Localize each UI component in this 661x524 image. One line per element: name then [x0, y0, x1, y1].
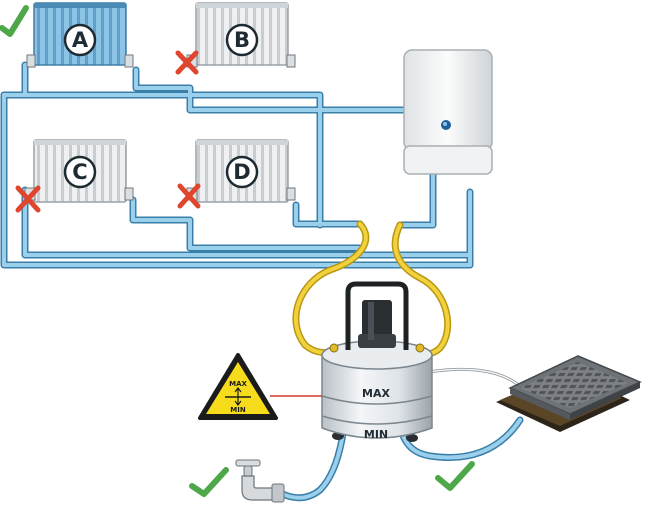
radiator-label-a: A [72, 28, 89, 52]
pipework [0, 61, 474, 269]
radiator-label-d: D [233, 160, 250, 184]
boiler-icon [403, 49, 493, 175]
drain-cover-icon [496, 355, 642, 432]
check-icon [435, 461, 475, 491]
tap-icon [235, 459, 285, 503]
tank-max-label: MAX [362, 387, 390, 400]
check-icon [0, 5, 29, 37]
radiator-d: D [186, 139, 296, 203]
warning-min-label: MIN [230, 406, 246, 414]
cross-icon [15, 185, 41, 213]
warning-sign [198, 353, 278, 420]
check-icon [189, 467, 229, 497]
powerflush-unit [321, 281, 433, 442]
radiator-b: B [186, 2, 296, 68]
radiator-c: C [24, 139, 134, 203]
cross-icon [175, 50, 199, 75]
radiator-label-c: C [72, 160, 87, 184]
radiator-label-b: B [234, 28, 250, 52]
tank-min-label: MIN [364, 428, 388, 441]
cross-icon [177, 183, 201, 209]
warning-max-label: MAX [229, 380, 247, 388]
radiator-a: A [26, 2, 134, 68]
